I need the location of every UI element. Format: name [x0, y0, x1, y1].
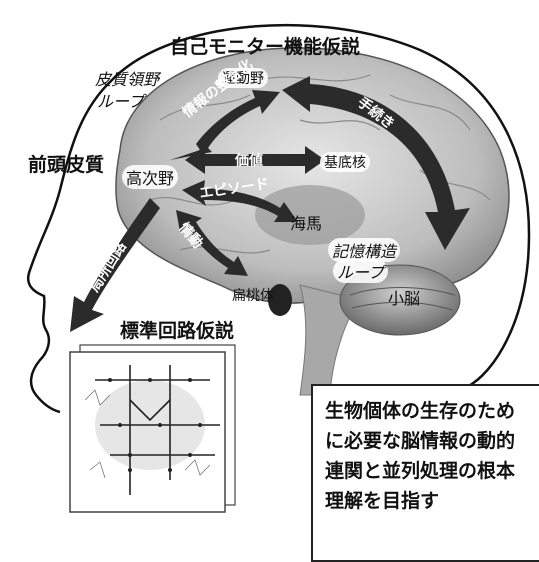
label-memory-structure: 記憶構造: [328, 238, 401, 262]
label-standard-circuit: 標準回路仮説: [120, 320, 235, 342]
label-basal-ganglia: 基底核: [320, 152, 370, 172]
label-cerebellum: 小脳: [388, 289, 421, 308]
value-arrow: [185, 146, 325, 174]
label-amygdala: 扁桃体: [232, 288, 274, 304]
label-memory-loop: ループ: [333, 259, 389, 283]
label-higher-area: 高次野: [122, 165, 179, 189]
label-frontal-cortex: 前頭皮質: [28, 154, 105, 176]
circuit-panel: [69, 344, 236, 513]
integration-arrow: [170, 90, 280, 160]
procedure-arrow: [282, 76, 470, 250]
goal-box: 生物個体の生存のために必要な脳情報の動的連関と並列処理の根本理解を目指す: [311, 384, 539, 562]
label-cortical-area: 皮質領野: [95, 70, 160, 89]
episode-arrow: [182, 180, 298, 222]
label-motor-cortex: 運動野: [218, 68, 268, 88]
brain-cortex: [115, 47, 510, 304]
arrows: [70, 76, 470, 332]
label-cortical-loop: ループ: [97, 92, 145, 111]
main-title: 自己モニター機能仮説: [170, 36, 361, 58]
label-hippocampus: 海馬: [290, 214, 323, 233]
emotion-arrow: [176, 210, 248, 276]
local-circuit-arrow: [70, 198, 160, 332]
label-value: 価値: [235, 153, 263, 169]
head-outline: [27, 23, 531, 541]
